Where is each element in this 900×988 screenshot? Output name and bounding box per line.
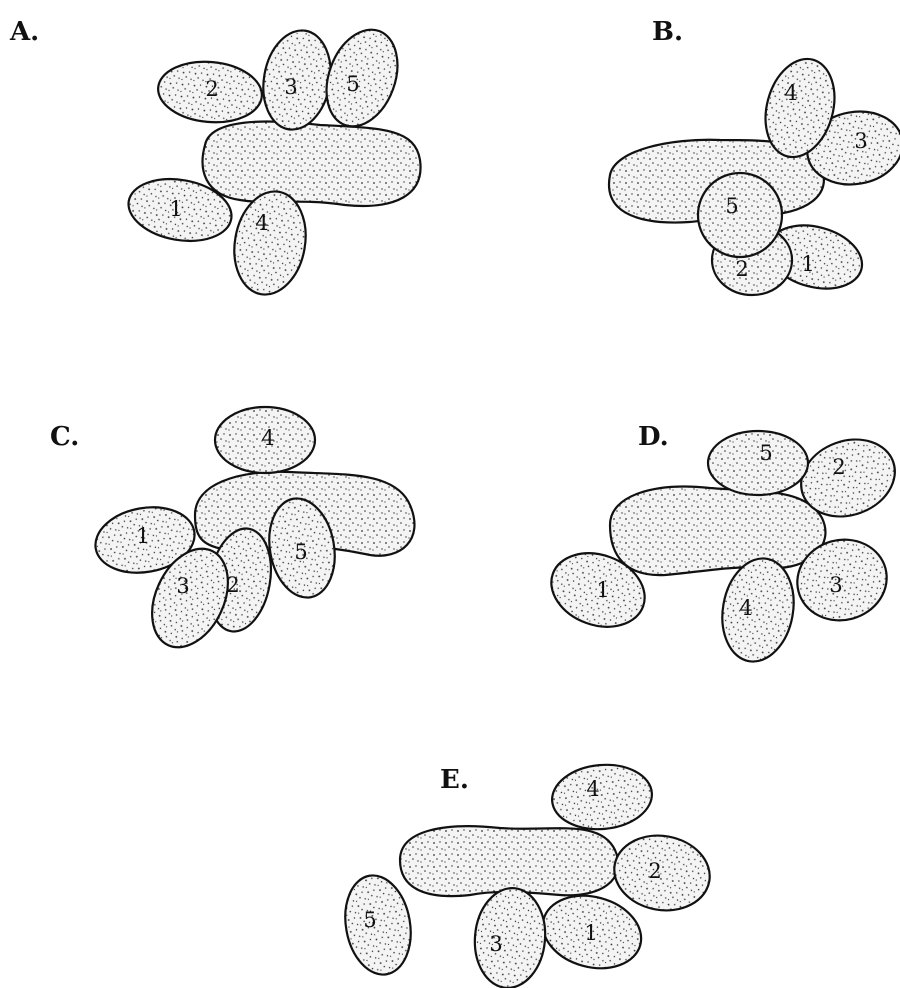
panel-e-bud-4: 4 (549, 761, 654, 833)
panel-e-label: E. (440, 765, 469, 795)
panel-a-bud-3: 3 (256, 25, 338, 135)
panel-b: B. 1 2 3 4 5 (609, 17, 900, 298)
panel-b-bud-4-label: 4 (784, 81, 797, 105)
panel-a-bud-2: 2 (156, 58, 265, 127)
panel-a-label: A. (9, 17, 39, 47)
panel-b-bud-3-label: 3 (854, 129, 867, 153)
panel-d-bud-5: 5 (708, 431, 808, 495)
panel-c-bud-3-label: 3 (176, 574, 189, 598)
panel-c-bud-1-label: 1 (136, 524, 149, 548)
panel-a-mother-cell (203, 122, 421, 206)
panel-a-bud-3-label: 3 (284, 75, 297, 99)
panel-c-bud-4: 4 (215, 407, 315, 473)
panel-e-bud-5: 5 (338, 870, 418, 980)
panel-c: C. 1 2 3 4 5 (50, 407, 414, 659)
panel-b-bud-1-label: 1 (801, 252, 814, 276)
panel-d: D. 1 2 3 4 5 (541, 422, 900, 667)
panel-a-bud-4: 4 (227, 186, 314, 301)
panel-d-bud-1-label: 1 (596, 578, 609, 602)
panel-c-bud-4-label: 4 (261, 426, 274, 450)
panel-d-mother-cell (610, 487, 825, 576)
panel-d-bud-4-label: 4 (739, 596, 752, 620)
panel-a-bud-4-label: 4 (255, 211, 268, 235)
panel-b-bud-5: 5 (698, 173, 782, 257)
panel-a: A. 1 2 3 4 5 (9, 17, 421, 300)
panel-d-label: D. (638, 422, 669, 452)
panel-c-label: C. (50, 422, 79, 452)
panel-a-bud-5: 5 (314, 20, 410, 137)
panel-e-bud-1-label: 1 (584, 921, 597, 945)
panel-e-bud-2: 2 (608, 828, 715, 918)
panel-b-label: B. (652, 17, 683, 47)
panel-e-mother-cell (400, 826, 618, 896)
panel-a-bud-2-label: 2 (205, 77, 218, 101)
panel-d-bud-3-label: 3 (829, 573, 842, 597)
panel-e: E. 1 2 3 4 5 (338, 761, 716, 988)
panel-e-bud-3: 3 (471, 885, 549, 988)
panel-a-bud-5-label: 5 (346, 72, 359, 96)
panel-d-bud-2-label: 2 (832, 455, 845, 479)
panel-e-bud-2-label: 2 (648, 859, 661, 883)
panel-d-bud-5-label: 5 (759, 441, 772, 465)
panel-e-bud-5-label: 5 (363, 908, 376, 932)
panel-b-bud-2-label: 2 (735, 257, 748, 281)
panel-e-bud-4-label: 4 (586, 777, 599, 801)
panel-a-bud-1-label: 1 (169, 197, 182, 221)
panel-c-bud-5-label: 5 (294, 540, 307, 564)
panel-e-bud-3-label: 3 (489, 932, 502, 956)
panel-b-bud-5-label: 5 (725, 194, 738, 218)
panel-d-bud-4: 4 (715, 553, 802, 668)
